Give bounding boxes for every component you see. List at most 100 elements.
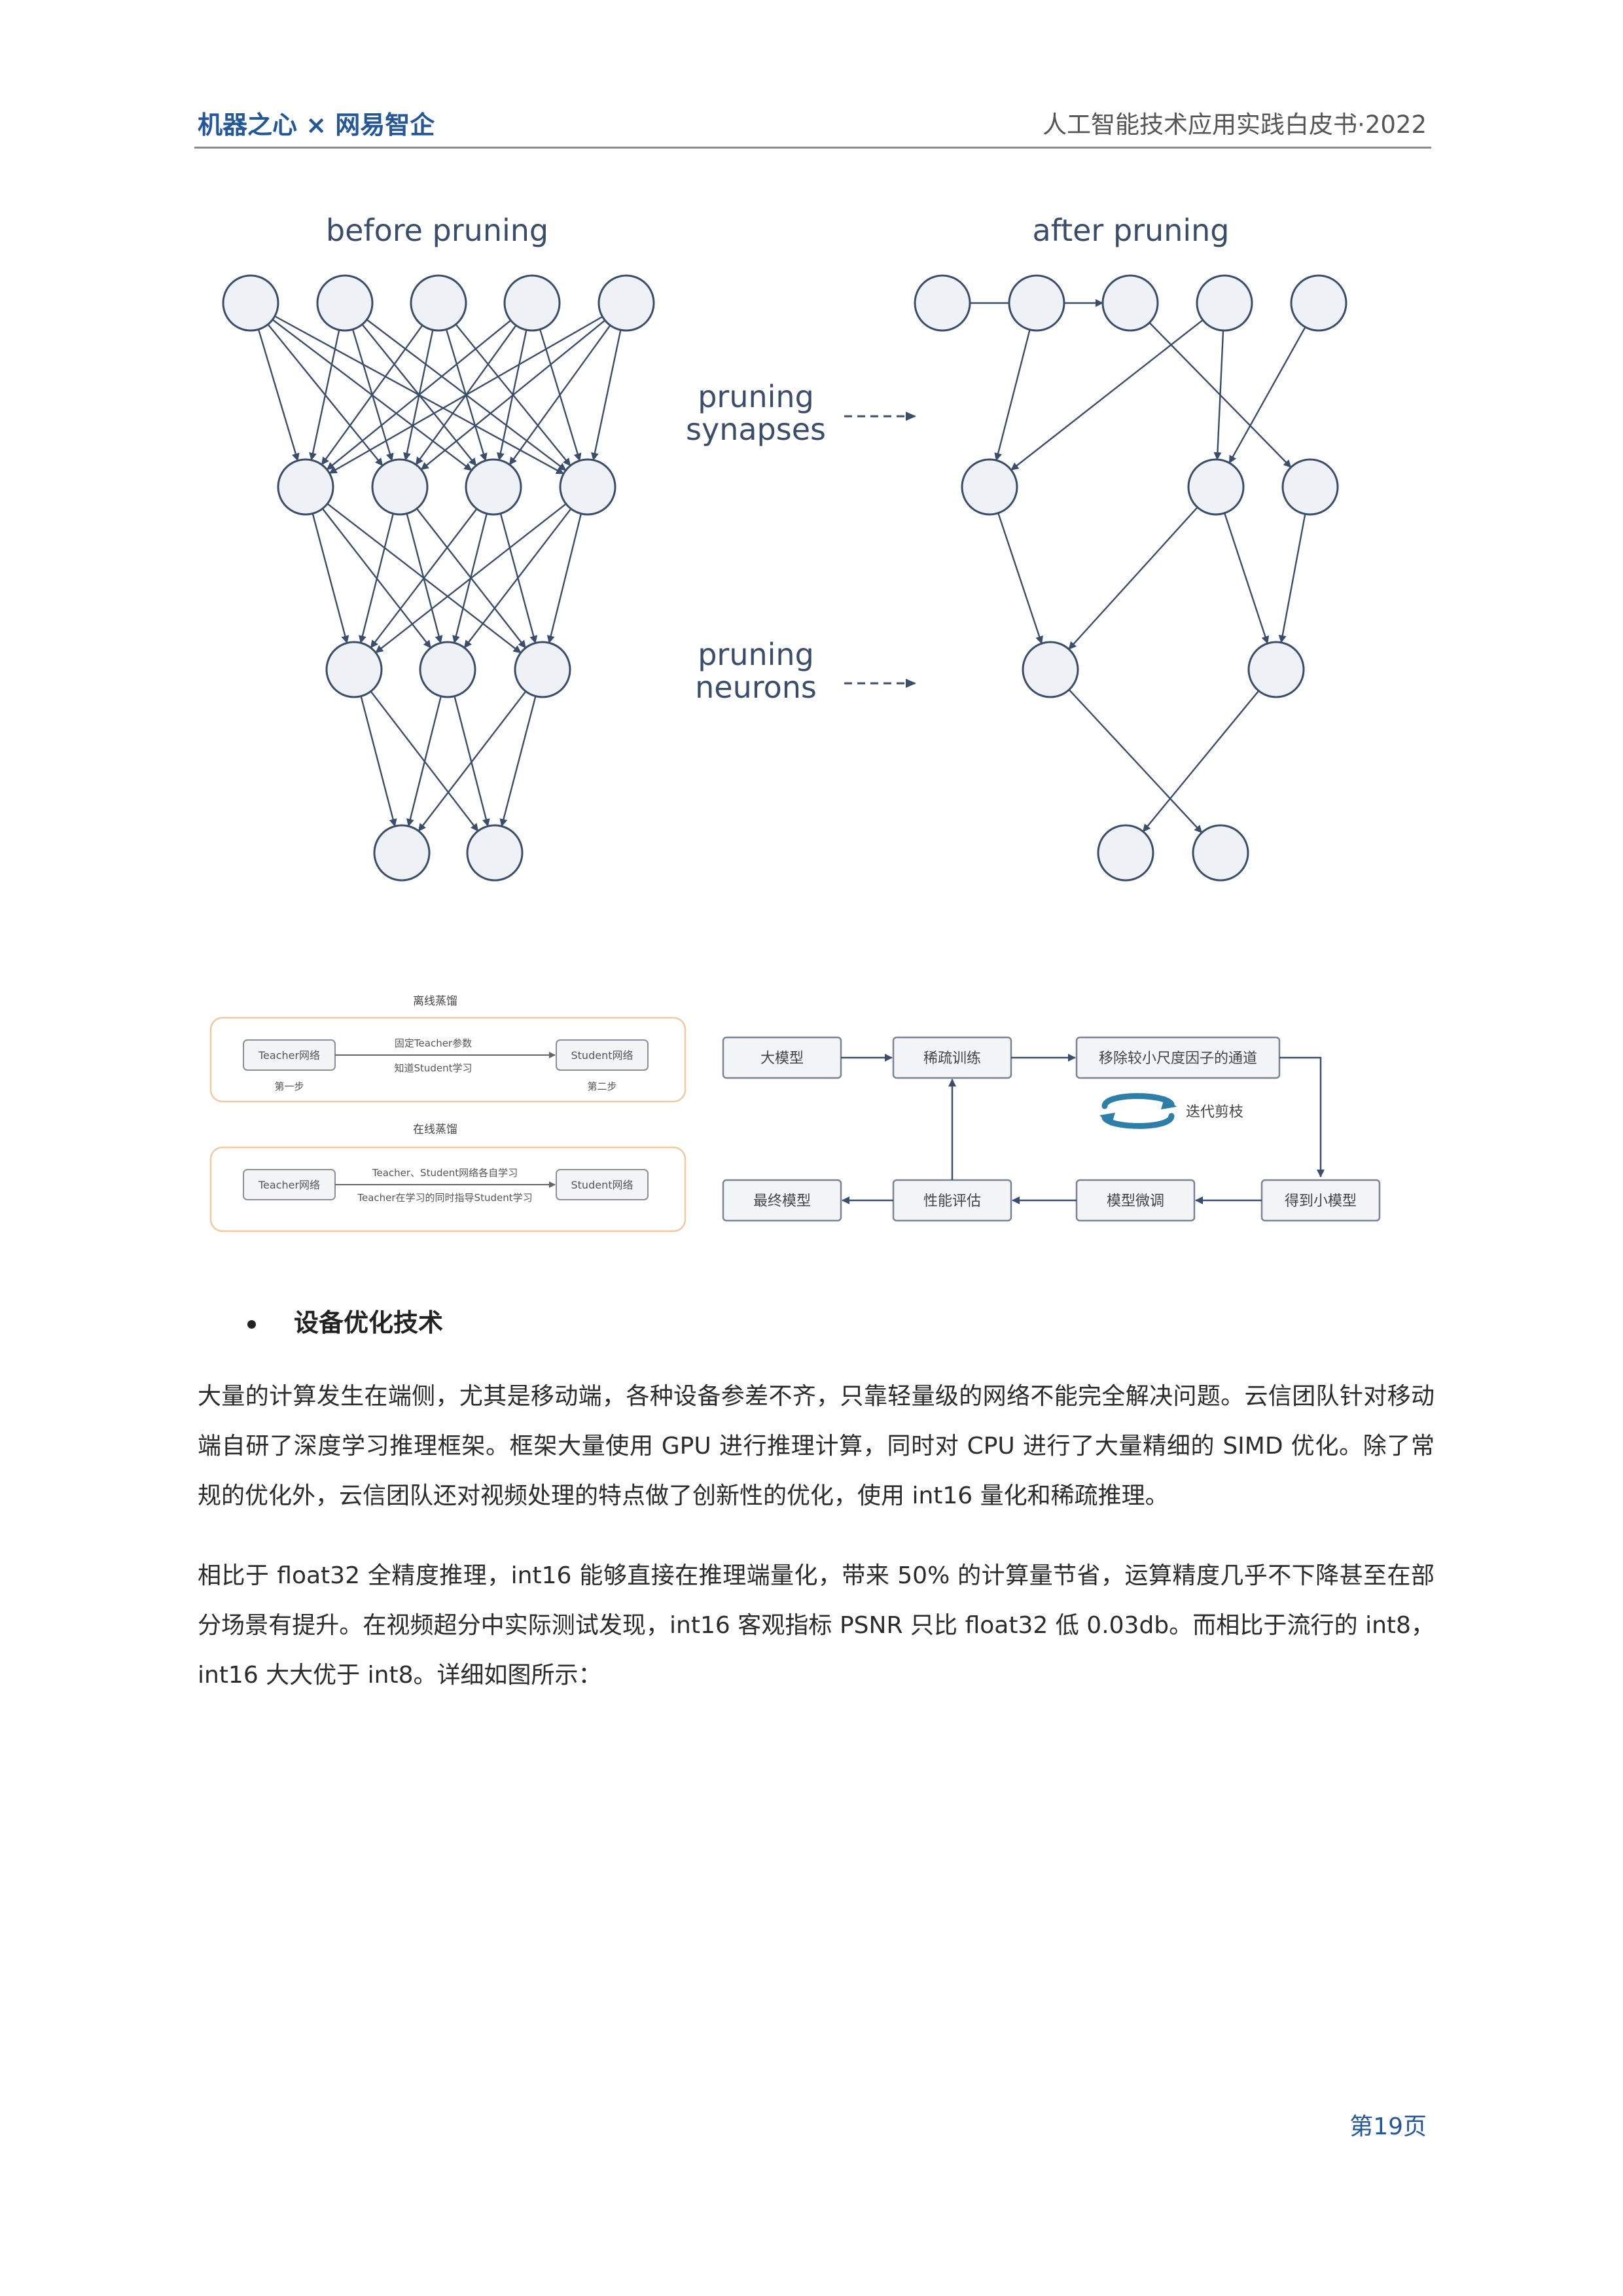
offline-arrow-bottom-label: 知道Student学习	[394, 1062, 472, 1074]
before-synapse	[463, 508, 572, 649]
before-neuron-l1-n0	[277, 458, 334, 516]
after-synapse	[994, 329, 1031, 461]
before-synapse	[370, 508, 478, 649]
fine-tune-label: 模型微调	[1107, 1193, 1164, 1210]
before-synapse	[546, 513, 582, 644]
pruning-figure: before pruning after pruning pruning syn…	[222, 213, 1347, 882]
before-synapse	[360, 696, 397, 827]
iterate-cycle-icon	[1099, 1093, 1177, 1129]
remove-channels-label: 移除较小尺度因子的通道	[1099, 1050, 1257, 1067]
section-title-text: 设备优化技术	[294, 1308, 444, 1337]
before-neuron-l0-n0	[222, 274, 279, 332]
before-neuron-l2-n2	[514, 641, 571, 698]
before-neuron-l0-n2	[410, 274, 467, 332]
after-neuron-l0-n1	[1008, 274, 1065, 332]
paragraph-int16-comparison: 相比于 float32 全精度推理，int16 能够直接在推理端量化，带来 50…	[198, 1562, 1435, 1689]
before-neuron-l1-n2	[465, 458, 522, 516]
after-synapse	[1010, 319, 1204, 471]
before-neuron-l0-n1	[316, 274, 374, 332]
after-neuron-l3-n0	[1097, 824, 1154, 882]
paragraph-device-optimization: 大量的计算发生在端侧，尤其是移动端，各种设备参差不齐，只靠轻量级的网络不能完全解…	[198, 1383, 1435, 1509]
before-neuron-l2-n0	[325, 641, 383, 698]
bullet-dot	[247, 1320, 256, 1329]
before-neuron-l0-n4	[597, 274, 655, 332]
offline-distillation-title: 离线蒸馏	[413, 995, 457, 1008]
before-synapse	[309, 329, 340, 461]
offline-distillation-panel	[209, 1016, 687, 1103]
after-neuron-l2-n1	[1247, 641, 1305, 698]
pruning-neurons-label-line2: neurons	[695, 670, 817, 705]
before-synapse	[321, 325, 423, 465]
final-model-box	[722, 1179, 842, 1222]
online-student-label: Student网络	[571, 1179, 633, 1191]
after-synapse	[1224, 512, 1270, 645]
iterative-pruning-flowchart: 大模型 稀疏训练 移除较小尺度因子的通道 迭代剪枝 得到小模型 模型微调 性能评…	[722, 1036, 1381, 1222]
before-neuron-l2-n1	[419, 641, 476, 698]
after-pruning-synapses	[970, 299, 1306, 833]
eval-label: 性能评估	[923, 1193, 981, 1210]
offline-teacher-label: Teacher网络	[258, 1049, 320, 1062]
after-synapse	[1228, 327, 1306, 464]
before-neuron-l3-n0	[373, 824, 431, 882]
before-synapse	[499, 696, 537, 827]
offline-student-label: Student网络	[571, 1049, 633, 1062]
after-neuron-l0-n4	[1290, 274, 1347, 332]
before-synapse	[312, 513, 349, 644]
after-pruning-label: after pruning	[1033, 213, 1230, 248]
before-neuron-l0-n3	[503, 274, 561, 332]
online-arrow-top-label: Teacher、Student网络各自学习	[372, 1167, 518, 1179]
before-pruning-synapses	[257, 315, 622, 832]
before-synapse	[509, 325, 611, 465]
offline-step1-label: 第一步	[274, 1081, 304, 1092]
after-synapse	[1278, 514, 1306, 643]
big-model-label: 大模型	[760, 1050, 804, 1067]
before-neuron-l3-n1	[466, 824, 524, 882]
online-student-box	[556, 1169, 649, 1200]
after-neuron-l1-n1	[1187, 458, 1245, 516]
before-synapse	[375, 503, 567, 653]
offline-step2-label: 第二步	[587, 1081, 616, 1092]
after-neuron-l0-n2	[1101, 274, 1159, 332]
before-neuron-l1-n3	[559, 458, 616, 516]
before-synapse	[418, 691, 527, 832]
after-neuron-l0-n3	[1196, 274, 1253, 332]
offline-arrow-top-label: 固定Teacher参数	[395, 1037, 472, 1049]
online-teacher-label: Teacher网络	[258, 1179, 320, 1191]
section-bullet-title: 设备优化技术	[247, 1302, 443, 1338]
before-neuron-l1-n1	[371, 458, 429, 516]
after-synapse	[1143, 690, 1260, 833]
after-synapse	[1213, 330, 1224, 461]
before-synapse	[591, 329, 622, 461]
online-distillation-title: 在线蒸馏	[413, 1123, 457, 1136]
before-synapse	[454, 696, 490, 827]
distillation-figure: 离线蒸馏 Teacher网络 Student网络 固定Teacher参数 知道S…	[209, 995, 687, 1232]
before-synapse	[406, 696, 442, 827]
before-synapse	[257, 329, 300, 461]
sparse-training-label: 稀疏训练	[923, 1050, 981, 1067]
after-synapse	[1068, 507, 1198, 650]
header-left-title: 机器之心 × 网易智企	[198, 111, 435, 139]
page-number: 第19页	[1349, 2113, 1427, 2140]
before-synapse	[420, 319, 606, 471]
after-neuron-l1-n0	[961, 458, 1018, 516]
after-neuron-l2-n0	[1022, 641, 1079, 698]
pruning-neurons-label-line1: pruning	[698, 637, 814, 672]
header-right-title: 人工智能技术应用实践白皮书·2022	[1043, 111, 1427, 139]
after-neuron-l1-n2	[1281, 458, 1339, 516]
before-synapse	[359, 513, 394, 644]
after-synapse	[997, 512, 1043, 645]
after-neuron-l0-n0	[914, 274, 971, 332]
pruning-synapses-label-line2: synapses	[686, 412, 826, 447]
after-neuron-l3-n1	[1192, 824, 1249, 882]
before-pruning-label: before pruning	[326, 213, 548, 248]
iterative-pruning-label: 迭代剪枝	[1186, 1104, 1243, 1121]
pruning-synapses-label-line1: pruning	[698, 379, 814, 414]
before-synapse	[326, 319, 512, 471]
get-small-model-label: 得到小模型	[1285, 1193, 1357, 1210]
neurons	[222, 274, 1347, 882]
header-divider	[194, 147, 1431, 149]
offline-student-box	[556, 1039, 649, 1071]
online-distillation-panel	[209, 1146, 687, 1232]
final-model-label: 最终模型	[753, 1193, 811, 1210]
before-synapse	[329, 315, 603, 474]
